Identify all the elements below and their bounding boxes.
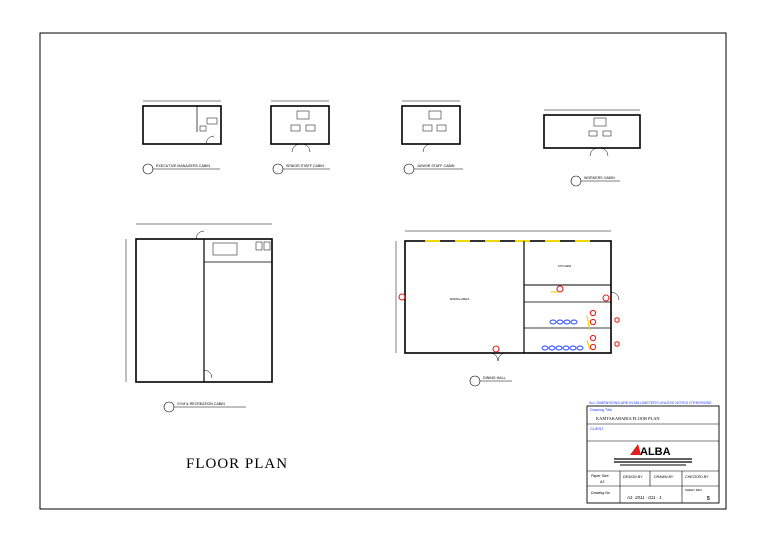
cabin-6-label: DINING HALL <box>483 376 506 380</box>
wash-basins-row-2 <box>541 345 584 351</box>
company-logo: ALBA <box>614 444 692 466</box>
sheet-border <box>39 32 727 510</box>
paper-size-label: Paper Size <box>591 474 609 478</box>
door-markers <box>398 285 620 353</box>
drawing-no-value: A1- 2011 - 011 - 1 <box>626 495 662 500</box>
cabin-4-label: WORKERS CABIN <box>584 176 615 180</box>
cabin-1-label-group: EXECUTIVE MANAGERS CABIN <box>142 163 220 175</box>
cabin-3-label-group: JUNIOR STAFF CABIN <box>403 163 463 175</box>
sheet-title: FLOOR PLAN <box>186 456 289 472</box>
cabin-1-plan <box>142 100 222 145</box>
sheet-rev-label: SHEET REV. <box>685 488 703 492</box>
room-label-dining-area: DINING AREA <box>450 297 469 301</box>
cabin-6-plan: KITCHEN DINING AREA <box>395 230 620 362</box>
cabin-3-label: JUNIOR STAFF CABIN <box>417 164 455 168</box>
cabin-6-label-group: DINING HALL <box>469 375 512 387</box>
cabin-4-plan <box>543 109 641 157</box>
client-label: CLIENT <box>590 427 604 431</box>
cabin-5-label: GYM & RECREATION CABIN <box>177 402 225 406</box>
design-by-label: DESIGN BY <box>623 475 643 479</box>
cabin-2-plan <box>270 100 330 153</box>
cabin-5-label-group: GYM & RECREATION CABIN <box>163 401 246 413</box>
cabin-2-label: SENIOR STAFF CABIN <box>286 164 324 168</box>
fixture-markers <box>551 291 591 351</box>
company-logo-text: ALBA <box>640 446 671 458</box>
cabin-5-plan <box>125 223 273 383</box>
paper-size-value: A3 <box>599 480 604 484</box>
drawing-title-label: Drawing Title <box>590 408 612 412</box>
checked-by-label: CHECKED BY <box>685 475 709 479</box>
cabin-1-label: EXECUTIVE MANAGERS CABIN <box>156 164 210 168</box>
dimensions-note: ALL DIMENSIONS ARE IN MILLIMETERS UNLESS… <box>589 401 712 405</box>
wash-basins-row-1 <box>549 319 578 325</box>
drawing-no-label: Drawing No. <box>591 491 611 495</box>
cabin-4-label-group: WORKERS CABIN <box>570 175 620 187</box>
room-label-kitchen: KITCHEN <box>558 264 571 268</box>
cabin-3-plan <box>401 100 461 153</box>
drawn-by-label: DRAWN BY <box>654 475 674 479</box>
cabin-2-label-group: SENIOR STAFF CABIN <box>272 163 330 175</box>
title-block <box>586 405 720 504</box>
drawing-title: KAMTAKABARIA FLOOR PLAN <box>596 416 660 421</box>
sheet-rev-value: 5 <box>707 496 710 502</box>
